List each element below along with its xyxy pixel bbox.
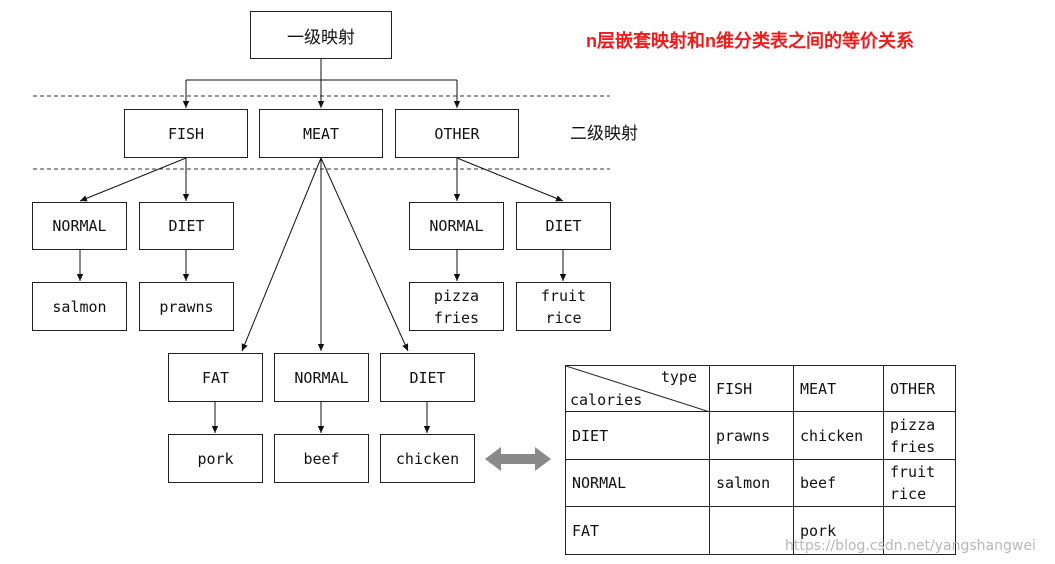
leaf-salmon-label: salmon (52, 297, 107, 316)
leaf-fruit-label: fruit (540, 286, 587, 305)
watermark: https://blog.csdn.net/yangshangwei (785, 538, 1036, 554)
node-meat-label: MEAT (302, 124, 340, 143)
table-header-row: type calories FISH MEAT OTHER (565, 365, 956, 412)
leaf-beef-label: beef (303, 449, 340, 468)
corner-type-label: type (660, 368, 697, 386)
root-connector (182, 59, 461, 108)
node-meat: MEAT (259, 109, 383, 158)
table-row-header: DIET (565, 411, 710, 460)
classification-table: type calories FISH MEAT OTHER DIET prawn… (565, 365, 956, 555)
leaf-rice-label: rice (545, 308, 582, 327)
table-cell: salmon (709, 459, 794, 507)
table-col-header: FISH (709, 365, 794, 412)
leaf-beef: beef (274, 434, 369, 483)
leaf-fruit-rice: fruit rice (516, 282, 611, 331)
table-row-header: NORMAL (565, 459, 710, 507)
table-row: DIET prawns chicken pizza fries (565, 411, 956, 460)
leaf-prawns-label: prawns (159, 297, 214, 316)
node-other-diet: DIET (516, 202, 611, 250)
node-fish-normal: NORMAL (32, 202, 127, 250)
leaf-prawns: prawns (139, 282, 234, 331)
node-meat-fat-label: FAT (201, 368, 230, 387)
node-meat-diet-label: DIET (409, 368, 446, 387)
leaf-fries-label: fries (433, 308, 480, 327)
leaf-salmon: salmon (32, 282, 127, 331)
corner-calories-label: calories (570, 391, 643, 409)
node-fish-normal-label: NORMAL (52, 217, 107, 235)
table-row-header: FAT (565, 506, 710, 555)
node-fish-diet-label: DIET (168, 217, 205, 235)
node-fish-label: FISH (167, 124, 205, 143)
node-other-diet-label: DIET (545, 217, 582, 235)
table-cell: fruit rice (883, 459, 956, 507)
leaf-pork: pork (168, 434, 263, 483)
root-node: 一级映射 (250, 11, 392, 59)
table-col-header: OTHER (883, 365, 956, 412)
level2-connectors (79, 157, 564, 352)
table-cell: pork (793, 506, 884, 555)
table-row: FAT pork (565, 506, 956, 555)
node-meat-diet: DIET (380, 353, 475, 402)
node-fish: FISH (124, 109, 248, 158)
leaf-pork-label: pork (197, 449, 234, 468)
leaf-connectors (76, 250, 567, 433)
node-meat-fat: FAT (168, 353, 263, 402)
node-other-normal: NORMAL (409, 202, 504, 250)
node-other: OTHER (395, 109, 519, 158)
table-col-header: MEAT (793, 365, 884, 412)
node-meat-normal: NORMAL (274, 353, 369, 402)
node-other-label: OTHER (434, 124, 480, 143)
table-corner-cell: type calories (565, 365, 710, 412)
level2-label: 二级映射 (570, 124, 638, 144)
leaf-chicken-label: chicken (395, 449, 460, 468)
table-cell: pizza fries (883, 411, 956, 460)
table-cell: beef (793, 459, 884, 507)
table-cell (709, 506, 794, 555)
leaf-pizza-fries: pizza fries (409, 282, 504, 331)
node-meat-normal-label: NORMAL (294, 368, 349, 387)
table-cell (883, 506, 956, 555)
leaf-chicken: chicken (380, 434, 475, 483)
node-other-normal-label: NORMAL (429, 217, 484, 235)
diagram-title: n层嵌套映射和n维分类表之间的等价关系 (586, 31, 914, 51)
table-cell: chicken (793, 411, 884, 460)
table-cell: prawns (709, 411, 794, 460)
node-fish-diet: DIET (139, 202, 234, 250)
table-row: NORMAL salmon beef fruit rice (565, 459, 956, 507)
equivalence-arrow-icon (485, 447, 551, 471)
corner-diagonal (566, 366, 710, 412)
root-node-label: 一级映射 (287, 27, 355, 48)
leaf-pizza-label: pizza (433, 286, 480, 305)
